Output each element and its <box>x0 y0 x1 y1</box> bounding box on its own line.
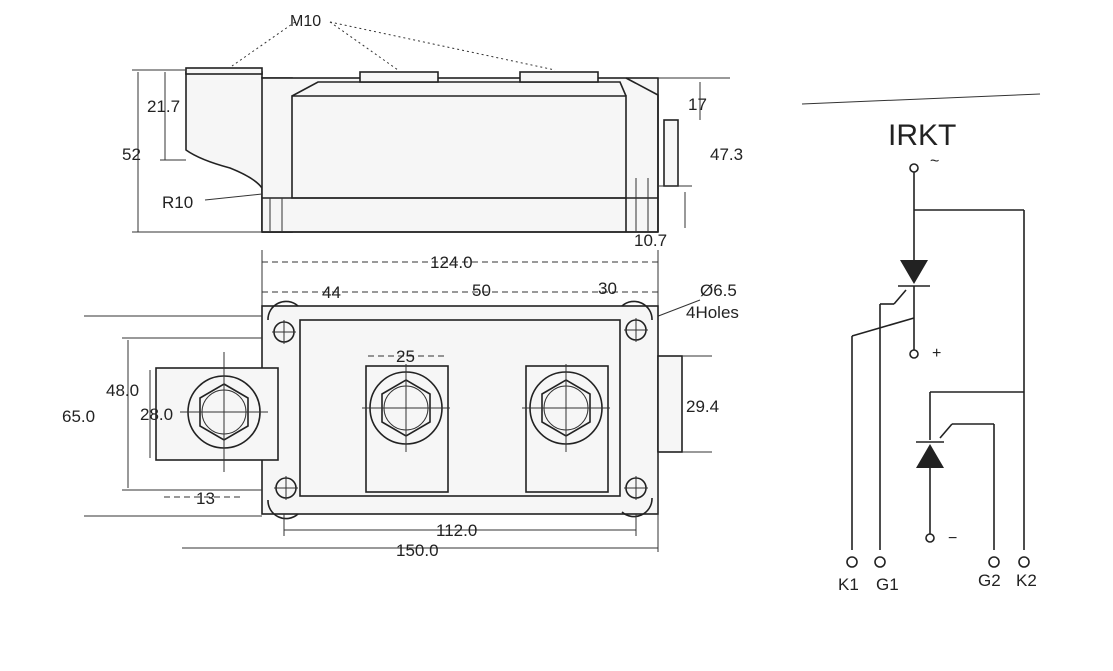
thyristor-1 <box>900 260 928 284</box>
dim-44: 44 <box>322 283 341 302</box>
m10-label: M10 <box>290 13 321 30</box>
dim-30: 30 <box>598 279 617 298</box>
dim-47-3: 47.3 <box>710 145 743 164</box>
pin-g2 <box>988 556 1000 568</box>
thyristor-2 <box>916 444 944 468</box>
ac-terminal <box>909 163 919 173</box>
plus-mark: + <box>932 345 941 362</box>
top-view: 124.0 44 50 30 Ø6.5 4Holes <box>62 250 739 560</box>
mounting-hole <box>267 476 299 520</box>
dim-10-7: 10.7 <box>634 231 667 250</box>
pin-label-g1: G1 <box>876 575 899 594</box>
side-left-nut <box>185 67 263 75</box>
dim-28: 28.0 <box>140 405 173 424</box>
dim-13: 13 <box>196 489 215 508</box>
minus-mark: − <box>948 530 957 547</box>
minus-terminal <box>925 533 935 543</box>
side-view: M10 21.7 52 R10 17 47.3 10.7 <box>122 13 743 250</box>
hole-diameter-label: Ø6.5 <box>700 281 737 300</box>
schematic-title: IRKT <box>888 119 956 152</box>
ac-mark: ~ <box>930 153 939 170</box>
dim-29-4: 29.4 <box>686 397 719 416</box>
left-terminal <box>155 367 279 461</box>
pin-k1 <box>846 556 858 568</box>
pin-label-k2: K2 <box>1016 571 1037 590</box>
pin-g1 <box>874 556 886 568</box>
dim-112: 112.0 <box>436 521 477 540</box>
side-terminal-nut <box>519 71 599 83</box>
schematic: IRKT ~ + − K1 G <box>801 93 1041 594</box>
dim-52: 52 <box>122 145 141 164</box>
dim-25: 25 <box>396 347 415 366</box>
side-terminal-nut <box>359 71 439 83</box>
gate-tab <box>657 355 683 453</box>
dim-50: 50 <box>472 281 491 300</box>
dim-r10: R10 <box>162 193 193 212</box>
side-gate-tab <box>663 119 679 187</box>
bolt <box>180 352 268 472</box>
dim-21-7: 21.7 <box>147 97 180 116</box>
bolt <box>522 364 610 452</box>
dim-48: 48.0 <box>106 381 139 400</box>
pin-label-g2: G2 <box>978 571 1001 590</box>
mounting-hole <box>621 300 653 342</box>
dim-124: 124.0 <box>430 253 473 272</box>
plus-terminal <box>909 349 919 359</box>
side-body <box>261 77 659 233</box>
pin-k2 <box>1018 556 1030 568</box>
dim-150: 150.0 <box>396 541 439 560</box>
dim-65: 65.0 <box>62 407 95 426</box>
mounting-hole <box>621 476 653 518</box>
bolt <box>362 364 450 452</box>
dim-17: 17 <box>688 95 707 114</box>
mounting-hole <box>267 300 299 344</box>
hole-count-label: 4Holes <box>686 303 739 322</box>
pin-label-k1: K1 <box>838 575 859 594</box>
